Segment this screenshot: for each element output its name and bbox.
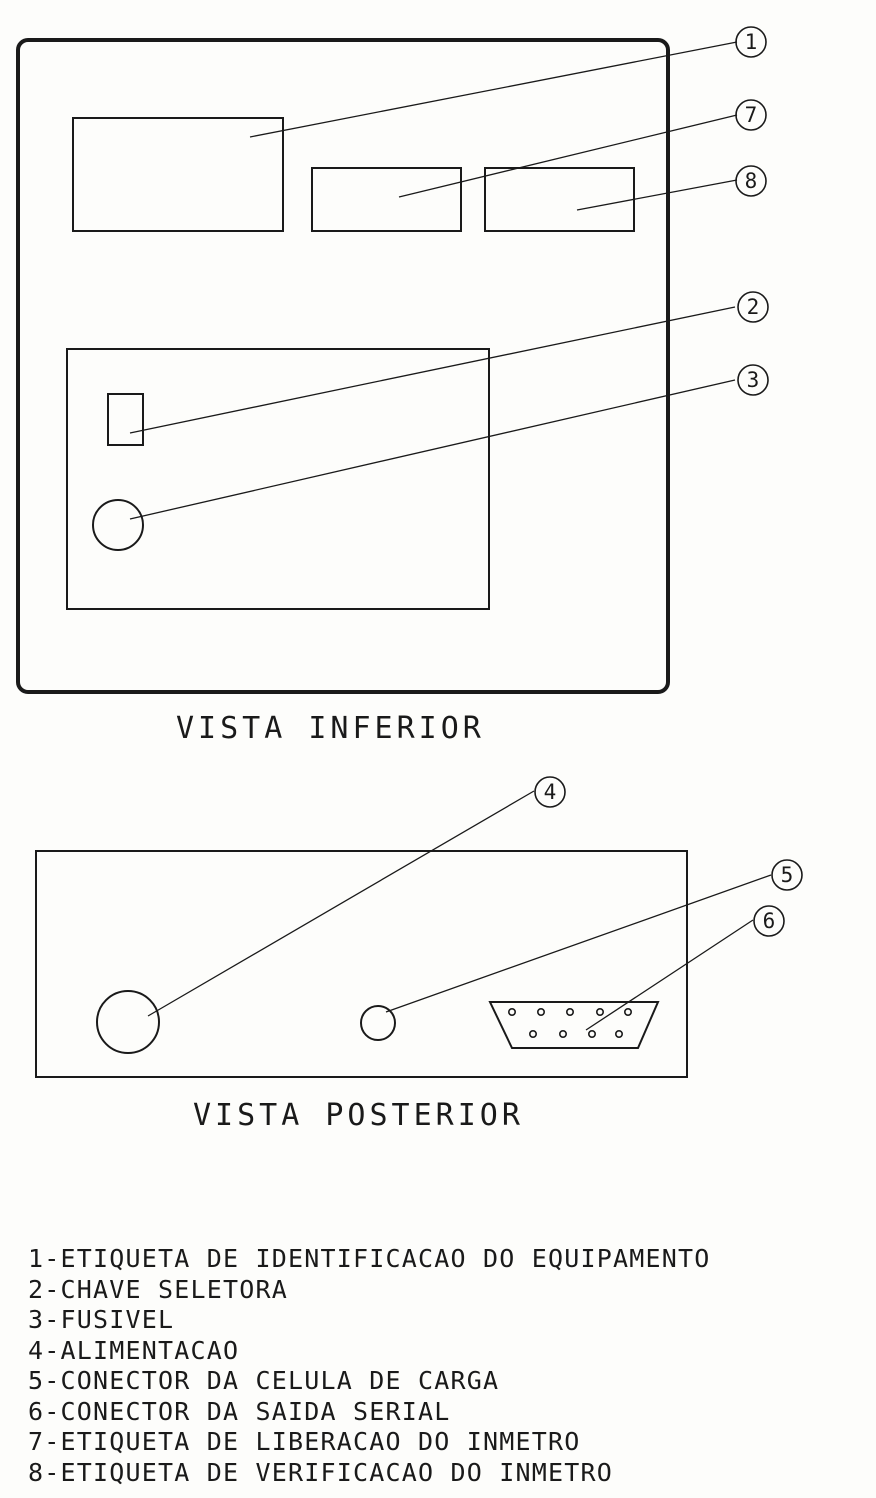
callout-2: 2 <box>737 291 769 323</box>
callout-3: 3 <box>737 364 769 396</box>
view-inferior-title: VISTA INFERIOR <box>176 711 485 746</box>
leader-8 <box>576 179 738 211</box>
posterior-outer-frame <box>35 850 688 1078</box>
db9-pins <box>507 1007 632 1039</box>
callout-4: 4 <box>534 776 566 808</box>
load-cell-connector <box>360 1005 396 1041</box>
identification-label-box <box>72 117 284 232</box>
callout-4-number: 4 <box>544 780 557 804</box>
legend-item-3: 3-FUSIVEL <box>28 1305 175 1334</box>
leader-5 <box>385 874 772 1013</box>
callout-7-number: 7 <box>745 103 758 127</box>
leader-6 <box>585 919 754 1031</box>
inmetro-verification-label-box <box>484 167 635 232</box>
callout-8: 8 <box>735 165 767 197</box>
legend-item-1: 1-ETIQUETA DE IDENTIFICACAO DO EQUIPAMEN… <box>28 1244 711 1273</box>
legend-item-2: 2-CHAVE SELETORA <box>28 1274 289 1304</box>
legend-item-7: 7-ETIQUETA DE LIBERACAO DO INMETRO <box>28 1427 581 1456</box>
leader-7 <box>398 114 738 198</box>
serial-db9-connector <box>488 1001 660 1049</box>
leader-4 <box>147 790 535 1017</box>
leader-3 <box>129 379 736 520</box>
power-connector <box>96 990 160 1054</box>
legend-item-8: 8-ETIQUETA DE VERIFICACAO DO INMETRO <box>28 1457 614 1487</box>
inferior-outer-frame <box>16 38 670 694</box>
leader-2 <box>129 306 736 434</box>
legend-item-6: 6-CONECTOR DA SAIDA SERIAL <box>28 1396 451 1426</box>
callout-3-number: 3 <box>747 368 760 392</box>
callout-2-number: 2 <box>747 295 760 319</box>
callout-1: 1 <box>735 26 767 58</box>
callout-5-number: 5 <box>781 863 794 887</box>
callout-6: 6 <box>753 905 785 937</box>
legend-item-4: 4-ALIMENTACAO <box>28 1335 240 1365</box>
legend-item-5: 5-CONECTOR DA CELULA DE CARGA <box>28 1366 500 1395</box>
callout-5: 5 <box>771 859 803 891</box>
view-posterior: 4 5 6 VISTA POSTERIOR <box>35 776 803 1133</box>
inferior-lower-panel <box>66 348 490 610</box>
parts-legend: 1-ETIQUETA DE IDENTIFICACAO DO EQUIPAMEN… <box>28 1244 711 1488</box>
callout-7: 7 <box>735 99 767 131</box>
leader-1 <box>249 41 738 138</box>
inmetro-release-label-box <box>311 167 462 232</box>
fuse-holder <box>92 499 144 551</box>
callout-8-number: 8 <box>745 169 758 193</box>
view-posterior-title: VISTA POSTERIOR <box>193 1098 524 1133</box>
callout-1-number: 1 <box>745 30 758 54</box>
callout-6-number: 6 <box>763 909 776 933</box>
selector-switch <box>107 393 144 446</box>
view-inferior: 1 7 8 2 3 VISTA INFERIOR <box>16 26 769 746</box>
